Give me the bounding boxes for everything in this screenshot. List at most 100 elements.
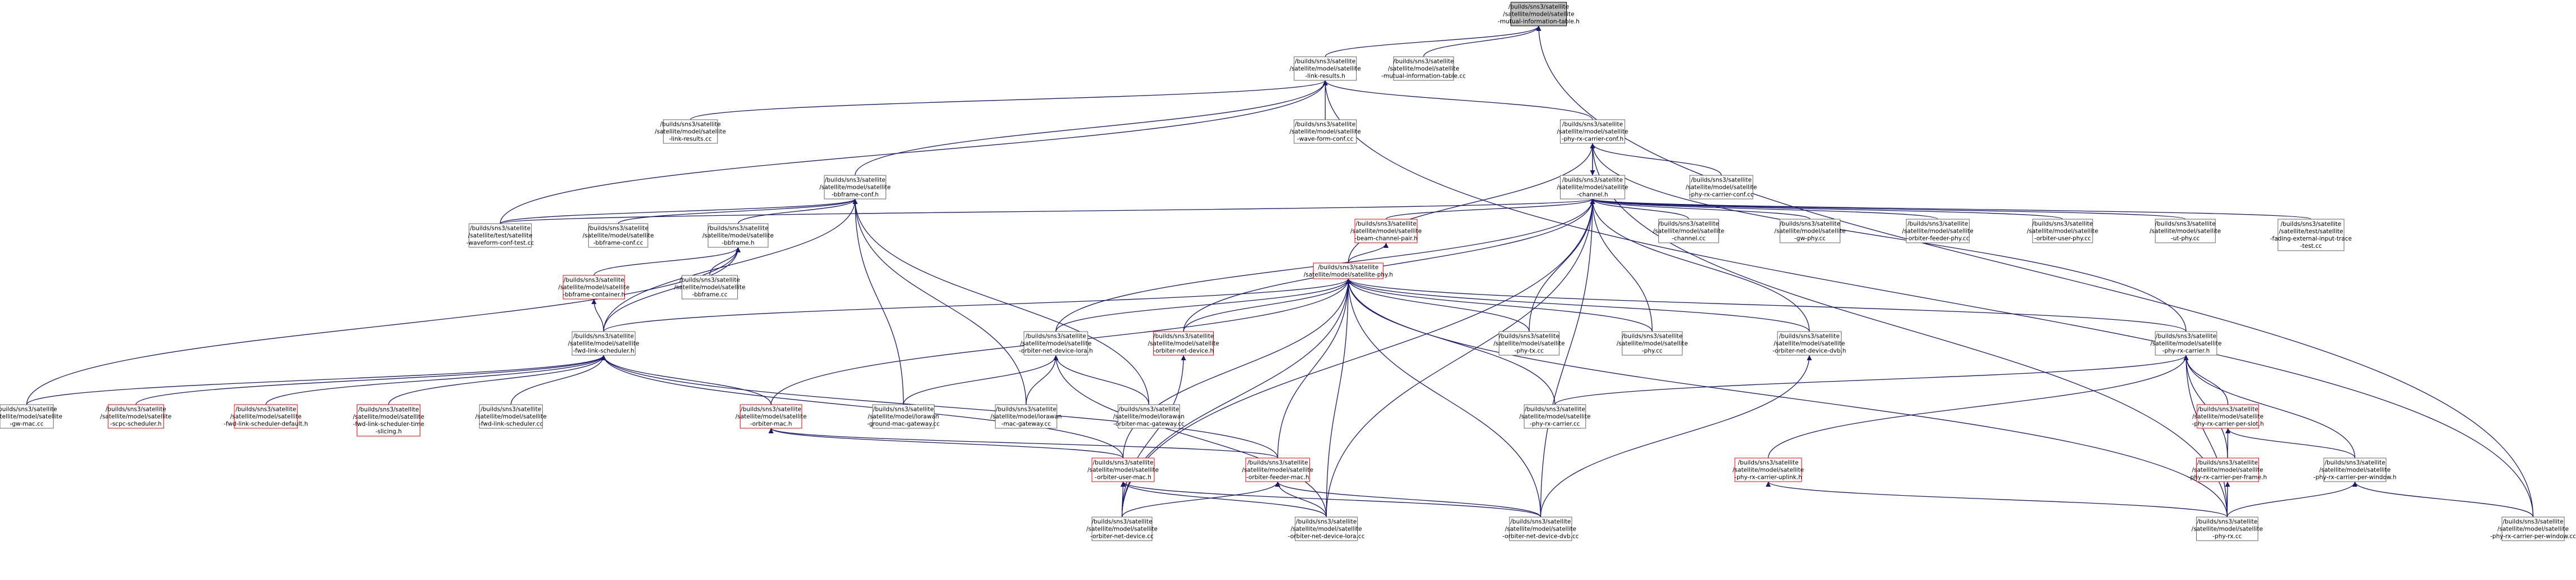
edge-chan-beam xyxy=(1385,198,1595,220)
node-label-line: /satellite/model/satellite xyxy=(819,184,891,191)
node-label-line: /satellite/model/satellite xyxy=(1902,228,1974,235)
node-bbfcont[interactable]: /builds/sns3/satellite/satellite/model/s… xyxy=(558,275,629,300)
node-label-line: -orbiter-user-phy.cc xyxy=(2034,235,2091,242)
node-scpc[interactable]: /builds/sns3/satellite/satellite/model/s… xyxy=(100,404,171,429)
node-label-line: -phy-rx-carrier-conf.cc xyxy=(1689,192,1754,198)
node-box xyxy=(1622,331,1683,356)
node-ofmac[interactable]: /builds/sns3/satellite/satellite/model/s… xyxy=(1242,457,1313,482)
node-onddvbcc[interactable]: /builds/sns3/satellite/satellite/model/s… xyxy=(1503,516,1579,541)
node-label-line: -fwd-link-scheduler.cc xyxy=(479,421,543,428)
node-omac[interactable]: /builds/sns3/satellite/satellite/model/s… xyxy=(736,404,807,429)
edge-mit-mitcc xyxy=(1423,25,1541,57)
node-label-line: -phy-rx.cc xyxy=(2212,533,2242,540)
node-lgwgw[interactable]: /builds/sns3/satellite/satellite/model/l… xyxy=(867,404,940,429)
node-fls[interactable]: /builds/sns3/satellite/satellite/model/s… xyxy=(568,331,640,356)
node-label-line: /satellite/model/satellite xyxy=(2192,467,2263,474)
node-box xyxy=(1245,457,1310,482)
node-label-line: /satellite/model/satellite xyxy=(2192,526,2263,533)
node-label-line: /satellite/test/satellite xyxy=(468,233,532,239)
node-chan[interactable]: /builds/sns3/satellite/satellite/model/s… xyxy=(1557,175,1628,200)
node-wfc[interactable]: /builds/sns3/satellite/satellite/model/s… xyxy=(1290,119,1361,144)
node-beam[interactable]: /builds/sns3/satellite/satellite/model/s… xyxy=(1350,219,1422,243)
node-label-line: /builds/sns3/satellite xyxy=(573,333,634,340)
graph-nodes: /builds/sns3/satellite/satellite/model/s… xyxy=(0,2,2576,541)
node-box xyxy=(2032,219,2093,243)
node-label-line: /satellite/model/satellite xyxy=(230,414,302,420)
node-flsdef[interactable]: /builds/sns3/satellite/satellite/model/s… xyxy=(224,404,308,429)
node-box xyxy=(1779,219,1840,243)
node-ondloracc[interactable]: /builds/sns3/satellite/satellite/model/s… xyxy=(1288,516,1365,541)
node-lr[interactable]: /builds/sns3/satellite/satellite/model/s… xyxy=(1290,56,1361,81)
node-label-line: -fwd-link-scheduler-time xyxy=(353,421,424,428)
node-phycc[interactable]: /builds/sns3/satellite/satellite/model/s… xyxy=(1617,331,1688,356)
node-gwphy[interactable]: /builds/sns3/satellite/satellite/model/s… xyxy=(1774,219,1845,243)
edge-bbfconf-lgwgw xyxy=(852,198,904,405)
node-box xyxy=(1560,175,1625,200)
node-box xyxy=(1689,175,1753,200)
edge-onddvb-onddvbcc xyxy=(1540,355,1812,518)
node-box xyxy=(1777,331,1842,356)
node-label-line: /builds/sns3/satellite xyxy=(741,406,801,413)
edge-prcpw-phyrx xyxy=(2226,481,2358,518)
node-flscc[interactable]: /builds/sns3/satellite/satellite/model/s… xyxy=(475,404,547,429)
node-phyrx[interactable]: /builds/sns3/satellite/satellite/model/s… xyxy=(2192,516,2263,541)
node-label-line: /builds/sns3/satellite xyxy=(470,225,530,232)
node-fading[interactable]: /builds/sns3/satellite/satellite/test/sa… xyxy=(2270,219,2352,251)
node-ond[interactable]: /builds/sns3/satellite/satellite/model/s… xyxy=(1148,331,1219,356)
node-gwmac[interactable]: /builds/sns3/satellite/satellite/model/s… xyxy=(0,404,62,429)
node-phy[interactable]: /builds/sns3/satellite/satellite/model/s… xyxy=(1304,262,1393,279)
node-ouphy[interactable]: /builds/sns3/satellite/satellite/model/s… xyxy=(2027,219,2098,243)
node-chancc[interactable]: /builds/sns3/satellite/satellite/model/s… xyxy=(1653,219,1725,243)
node-ondlora[interactable]: /builds/sns3/satellite/satellite/model/s… xyxy=(1019,331,1093,356)
node-label-line: /satellite/model/satellite xyxy=(1350,228,1422,235)
edge-phy-ondloracc xyxy=(1326,278,1351,518)
node-utphy[interactable]: /builds/sns3/satellite/satellite/model/s… xyxy=(2149,219,2221,243)
node-label-line: -phy-rx-carrier-conf.h xyxy=(1562,136,1623,143)
node-label-line: /satellite/model/satellite xyxy=(2497,526,2569,533)
node-flstime[interactable]: /builds/sns3/satellite/satellite/model/s… xyxy=(353,404,424,437)
node-wfctest[interactable]: /builds/sns3/satellite/satellite/test/sa… xyxy=(466,223,534,248)
node-box xyxy=(2196,457,2259,482)
node-bbfconfcc[interactable]: /builds/sns3/satellite/satellite/model/s… xyxy=(583,223,654,248)
node-label-line: /satellite/test/satellite xyxy=(2279,228,2343,235)
node-lrcc[interactable]: /builds/sns3/satellite/satellite/model/s… xyxy=(655,119,726,144)
node-prccc[interactable]: /builds/sns3/satellite/satellite/model/s… xyxy=(1520,404,1591,429)
node-label-line: -bbframe-container.h xyxy=(563,292,625,298)
node-ondcc[interactable]: /builds/sns3/satellite/satellite/model/s… xyxy=(1086,516,1158,541)
node-label-line: /builds/sns3/satellite xyxy=(1296,519,1357,525)
node-prcpw[interactable]: /builds/sns3/satellite/satellite/model/s… xyxy=(2314,457,2397,482)
node-label-line: -orbiter-user-mac.h xyxy=(1095,474,1151,481)
node-box xyxy=(1906,219,1970,243)
node-label-line: -fwd-link-scheduler-default.h xyxy=(224,421,308,428)
node-label-line: /satellite/model/satellite xyxy=(1020,341,1091,347)
node-prc[interactable]: /builds/sns3/satellite/satellite/model/s… xyxy=(2151,331,2222,356)
node-label-line: /builds/sns3/satellite xyxy=(1525,406,1585,413)
node-phytx[interactable]: /builds/sns3/satellite/satellite/model/s… xyxy=(1494,331,1565,356)
node-label-line: -mac-gateway.cc xyxy=(1001,421,1051,428)
edge-prcpw-prcpwcc xyxy=(2352,481,2534,518)
node-prcpsh[interactable]: /builds/sns3/satellite/satellite/model/s… xyxy=(2192,404,2264,429)
node-box xyxy=(681,275,738,300)
node-label-line: -bbframe-conf.cc xyxy=(593,240,643,247)
node-label-line: /satellite/model/satellite xyxy=(1557,129,1628,135)
node-prcul[interactable]: /builds/sns3/satellite/satellite/model/s… xyxy=(1733,457,1804,482)
node-oumac[interactable]: /builds/sns3/satellite/satellite/model/s… xyxy=(1087,457,1159,482)
node-onddvb[interactable]: /builds/sns3/satellite/satellite/model/s… xyxy=(1772,331,1846,356)
node-prcconf[interactable]: /builds/sns3/satellite/satellite/model/s… xyxy=(1557,119,1628,144)
node-label-line: -orbiter-net-device-lora.h xyxy=(1019,348,1093,355)
node-label-line: -phy-rx-carrier-per-frame.h xyxy=(2188,474,2267,481)
node-bbf[interactable]: /builds/sns3/satellite/satellite/model/s… xyxy=(702,223,774,248)
node-label-line: /satellite/model/satellite xyxy=(1774,341,1845,347)
node-ofphy[interactable]: /builds/sns3/satellite/satellite/model/s… xyxy=(1902,219,1974,243)
node-bbfconf[interactable]: /builds/sns3/satellite/satellite/model/s… xyxy=(819,175,891,200)
node-prcpwcc[interactable]: /builds/sns3/satellite/satellite/model/s… xyxy=(2490,516,2576,541)
edge-bbfconf-wfctest xyxy=(500,198,858,224)
node-lmacgw[interactable]: /builds/sns3/satellite/satellite/model/l… xyxy=(991,404,1062,429)
edge-prcpsh-prcpw xyxy=(2225,428,2356,459)
node-mitcc[interactable]: /builds/sns3/satellite/satellite/model/s… xyxy=(1381,56,1466,81)
node-bbfcc[interactable]: /builds/sns3/satellite/satellite/model/s… xyxy=(674,275,746,300)
node-label-line: /satellite/model/satellite xyxy=(2151,341,2222,347)
node-prcconfcc[interactable]: /builds/sns3/satellite/satellite/model/s… xyxy=(1686,175,1757,200)
node-lomacgw[interactable]: /builds/sns3/satellite/satellite/model/l… xyxy=(1113,404,1185,429)
node-prcpf[interactable]: /builds/sns3/satellite/satellite/model/s… xyxy=(2188,457,2267,482)
